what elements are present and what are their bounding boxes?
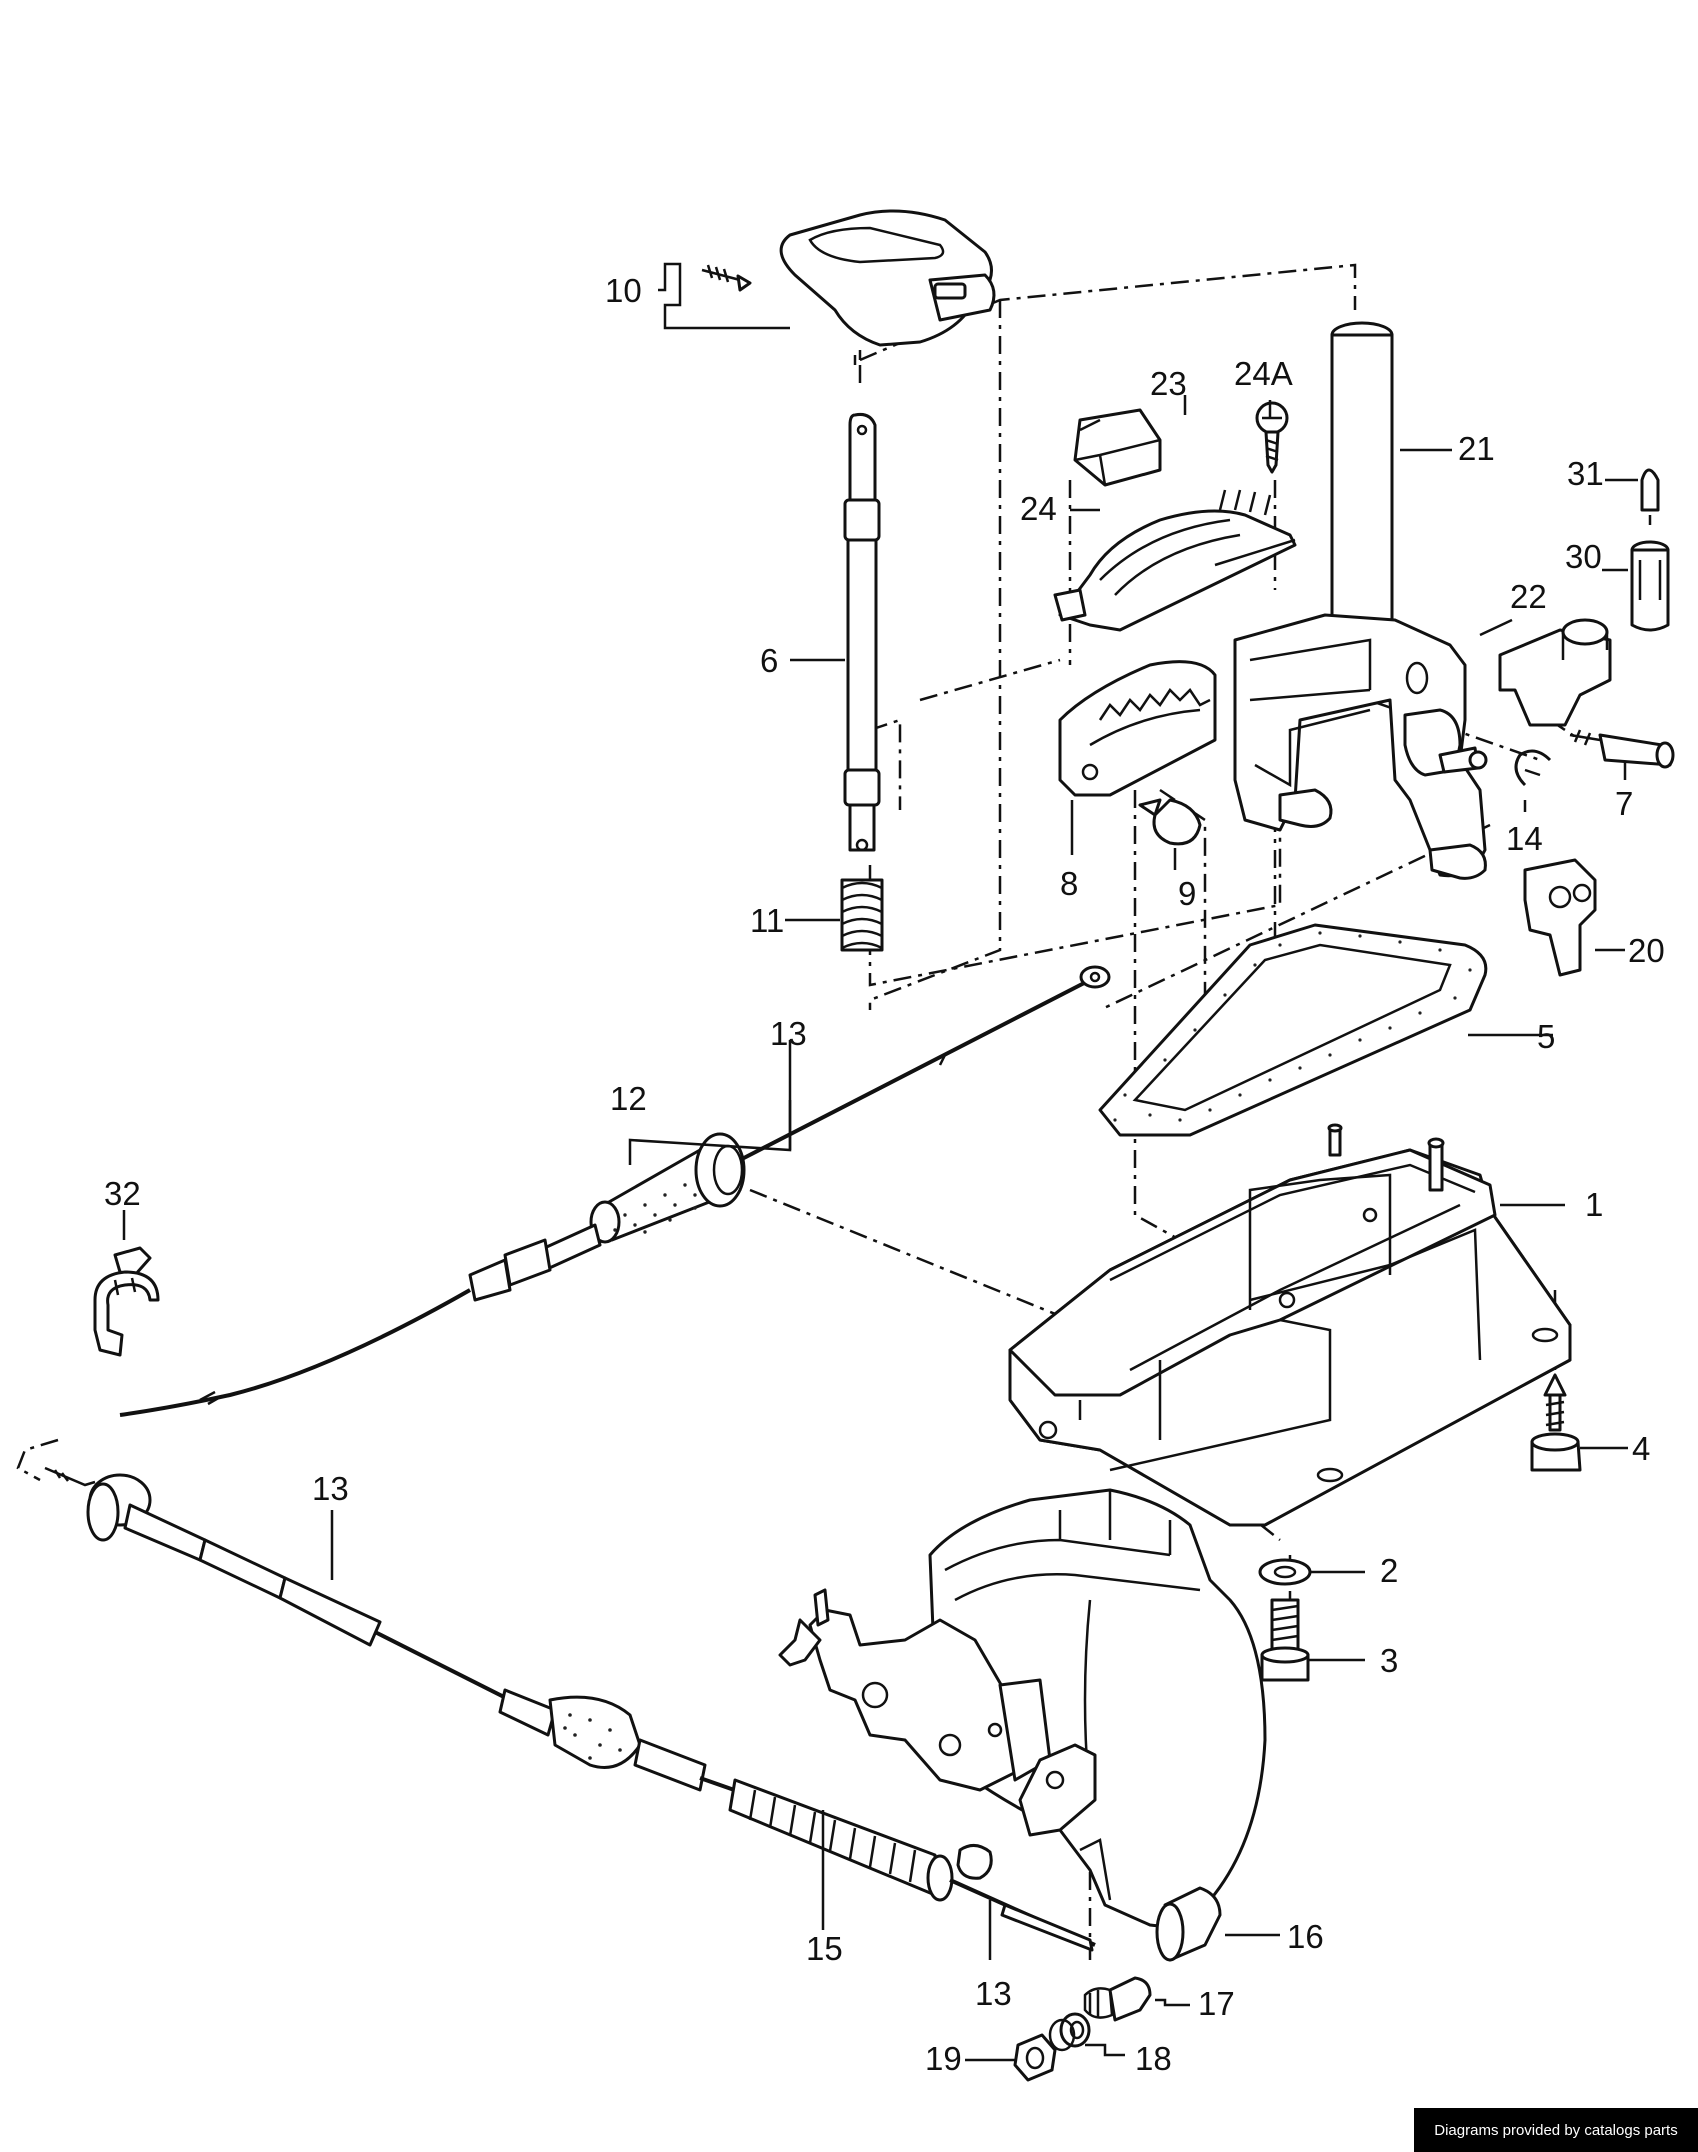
- label-2: 2: [1380, 1552, 1398, 1589]
- label-18: 18: [1135, 2040, 1172, 2077]
- label-13a: 13: [770, 1015, 807, 1052]
- attribution-footer: Diagrams provided by catalogs parts: [1414, 2108, 1698, 2152]
- gate-plate: [1053, 489, 1297, 632]
- bracket-22: [1498, 618, 1612, 727]
- label-8: 8: [1060, 865, 1078, 902]
- label-19: 19: [925, 2040, 962, 2077]
- label-24a: 24A: [1234, 355, 1293, 392]
- screw-24a: [1255, 401, 1289, 474]
- nut-19: [1013, 2033, 1057, 2082]
- label-5: 5: [1537, 1018, 1555, 1055]
- label-13c: 13: [975, 1975, 1012, 2012]
- cap: [1073, 408, 1162, 487]
- spring-sleeve: [728, 1778, 1096, 1952]
- leader-lines: [122, 262, 1638, 2062]
- washer-18: [1048, 2012, 1091, 2052]
- label-13b: 13: [312, 1470, 349, 1507]
- label-9: 9: [1178, 875, 1196, 912]
- bracket-bolts: [1278, 746, 1488, 880]
- label-30: 30: [1565, 538, 1602, 575]
- clip-14: [1514, 749, 1552, 787]
- label-32: 32: [104, 1175, 141, 1212]
- label-4: 4: [1632, 1430, 1650, 1467]
- callout-labels: 10 6 11 23 24A 21 31 24 30 22 7 14 8 9 2…: [104, 272, 1665, 2077]
- bolt-3: [1260, 1598, 1310, 1682]
- cable-clip-32: [93, 1246, 160, 1357]
- label-12: 12: [610, 1080, 647, 1117]
- label-21: 21: [1458, 430, 1495, 467]
- label-22: 22: [1510, 578, 1547, 615]
- label-3: 3: [1380, 1642, 1398, 1679]
- cable-boot: [589, 1132, 746, 1244]
- screw-4: [1530, 1373, 1582, 1472]
- detent-plate: [1058, 660, 1217, 797]
- label-24: 24: [1020, 490, 1057, 527]
- attribution-text: Diagrams provided by catalogs parts: [1434, 2121, 1678, 2139]
- label-16: 16: [1287, 1918, 1324, 1955]
- washer-2: [1258, 1558, 1312, 1586]
- label-14: 14: [1506, 820, 1543, 857]
- label-15: 15: [806, 1930, 843, 1967]
- pin-7: [1569, 729, 1675, 769]
- spring: [840, 878, 884, 952]
- label-20: 20: [1628, 932, 1665, 969]
- pin-9: [1138, 798, 1202, 846]
- transmission-case: [778, 1488, 1267, 1928]
- bulb-holder: [1630, 468, 1670, 632]
- gasket: [1098, 923, 1488, 1137]
- label-23: 23: [1150, 365, 1187, 402]
- shift-tube-bracket: [1233, 321, 1487, 878]
- cable-upper: [119, 965, 1111, 1417]
- cable-lower: [44, 1466, 741, 1794]
- label-10: 10: [605, 272, 642, 309]
- shift-knob: [701, 209, 996, 347]
- clip-20: [1523, 858, 1597, 977]
- label-31: 31: [1567, 455, 1604, 492]
- clamp-17: [1083, 1976, 1152, 2022]
- shift-rod: [843, 413, 881, 852]
- label-7: 7: [1615, 785, 1633, 822]
- bushing-16: [1155, 1886, 1222, 1962]
- label-11: 11: [750, 902, 784, 939]
- label-6: 6: [760, 642, 778, 679]
- label-1: 1: [1585, 1186, 1603, 1223]
- shifter-housing: [1008, 1123, 1572, 1527]
- label-17: 17: [1198, 1985, 1235, 2022]
